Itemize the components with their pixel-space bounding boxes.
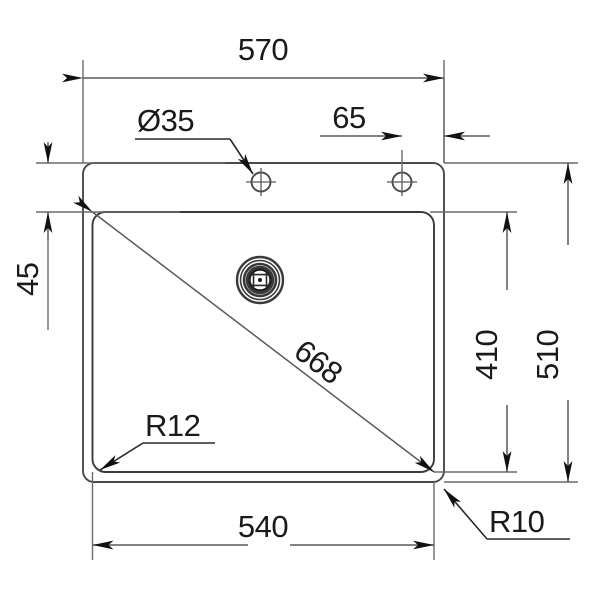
dimension-label-540: 540 (238, 509, 288, 544)
leader-arrow-r12 (99, 442, 144, 471)
drain-strainer-icon (235, 255, 285, 305)
dimension-label-410: 410 (469, 330, 504, 380)
radius-r10-group: R10 (443, 488, 570, 540)
dimension-label-510: 510 (530, 330, 565, 380)
dimension-510-group: 510 (444, 162, 578, 483)
leader-arrow-dia35 (229, 138, 254, 175)
dimension-label-r12: R12 (145, 408, 200, 443)
dimension-label-45: 45 (10, 263, 45, 296)
dimension-540-group: 540 (91, 472, 435, 560)
dimension-label-dia35: Ø35 (137, 103, 194, 138)
tap-hole-left-group (246, 168, 276, 196)
dimension-label-65: 65 (332, 100, 365, 135)
leader-arrow-r10 (443, 488, 488, 540)
radius-r12-group: R12 (99, 408, 215, 471)
dimension-410-group: 410 (430, 211, 517, 473)
diameter-35-group: Ø35 (135, 103, 254, 175)
dimension-label-r10: R10 (489, 504, 545, 539)
dim-line-668-diagonal (73, 195, 435, 473)
dimension-65-group: 65 (320, 78, 490, 178)
dimension-label-570: 570 (238, 32, 288, 67)
